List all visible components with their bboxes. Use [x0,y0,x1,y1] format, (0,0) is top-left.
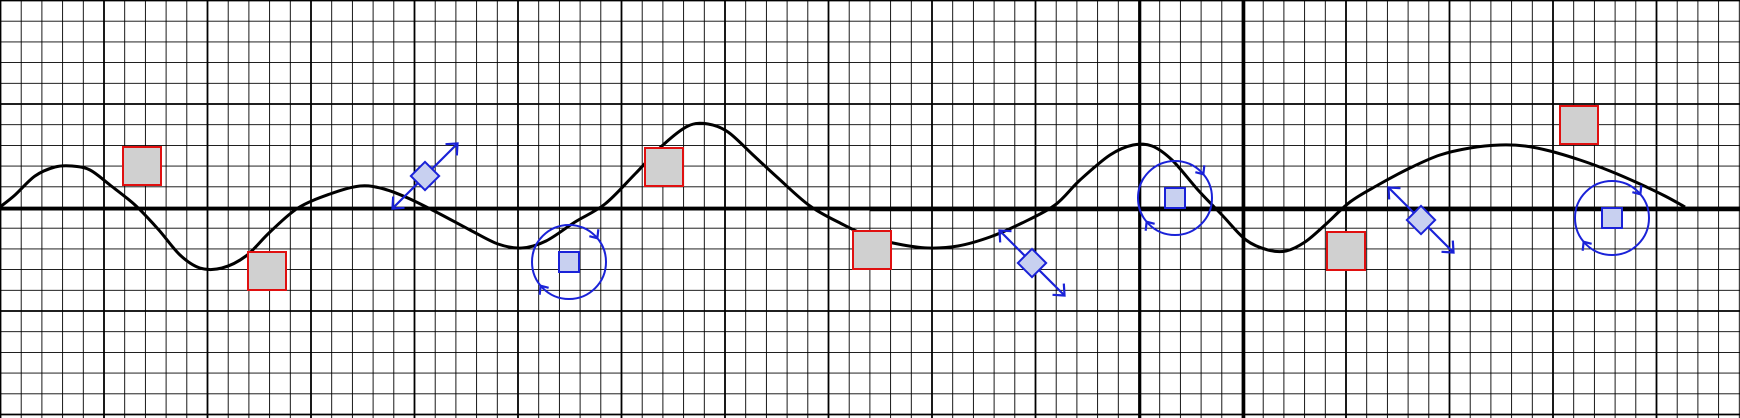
rotate-handle-grip[interactable] [1164,187,1186,209]
move-handle[interactable] [1381,180,1460,259]
rotate-arrow-icon [1581,240,1592,251]
move-handle-grip[interactable] [1016,247,1048,279]
square-tiles [122,105,1599,291]
rotate-handle[interactable] [531,224,607,300]
rotate-arrow-icon [1195,165,1206,176]
arrow-head-icon [1441,240,1455,254]
rotate-handles [531,160,1650,300]
move-handle-grip[interactable] [409,160,441,192]
arrow-head-icon [1387,186,1401,200]
square-tile[interactable] [852,230,892,270]
arrow-head-icon [1052,283,1066,297]
square-tile[interactable] [247,251,287,291]
rotate-handle[interactable] [1574,180,1650,256]
rotate-arrow-icon [538,284,549,295]
rotate-arrow-icon [1632,185,1643,196]
rotate-handle-grip[interactable] [1601,207,1623,229]
rotate-arrow-icon [589,229,600,240]
arrow-head-icon [445,142,459,156]
rotate-arrow-icon [1144,220,1155,231]
rotate-handle-grip[interactable] [558,251,580,273]
move-handles [385,136,1460,302]
square-tile[interactable] [1326,231,1366,271]
arrow-head-icon [391,196,405,210]
rotate-handle-ring [1137,160,1213,236]
move-handle[interactable] [385,136,464,215]
square-tile[interactable] [1559,105,1599,145]
move-handle[interactable] [992,223,1071,302]
arrow-head-icon [998,229,1012,243]
wave-curve [0,121,1686,272]
rotate-handle-ring [531,224,607,300]
move-handle-grip[interactable] [1405,204,1437,236]
rotate-handle-ring [1574,180,1650,256]
rotate-handle[interactable] [1137,160,1213,236]
square-tile[interactable] [644,147,684,187]
square-tile[interactable] [122,146,162,186]
